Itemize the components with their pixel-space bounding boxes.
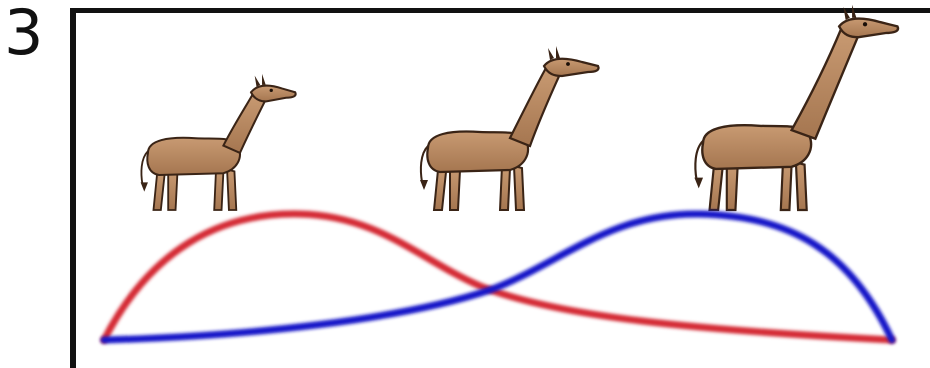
blue-distribution-curve — [104, 214, 892, 340]
giraffe-short-neck — [141, 74, 296, 210]
giraffe-medium-neck — [420, 46, 599, 210]
red-distribution-curve — [104, 214, 892, 340]
evolution-diagram — [0, 0, 930, 352]
giraffe-long-neck — [694, 5, 898, 210]
